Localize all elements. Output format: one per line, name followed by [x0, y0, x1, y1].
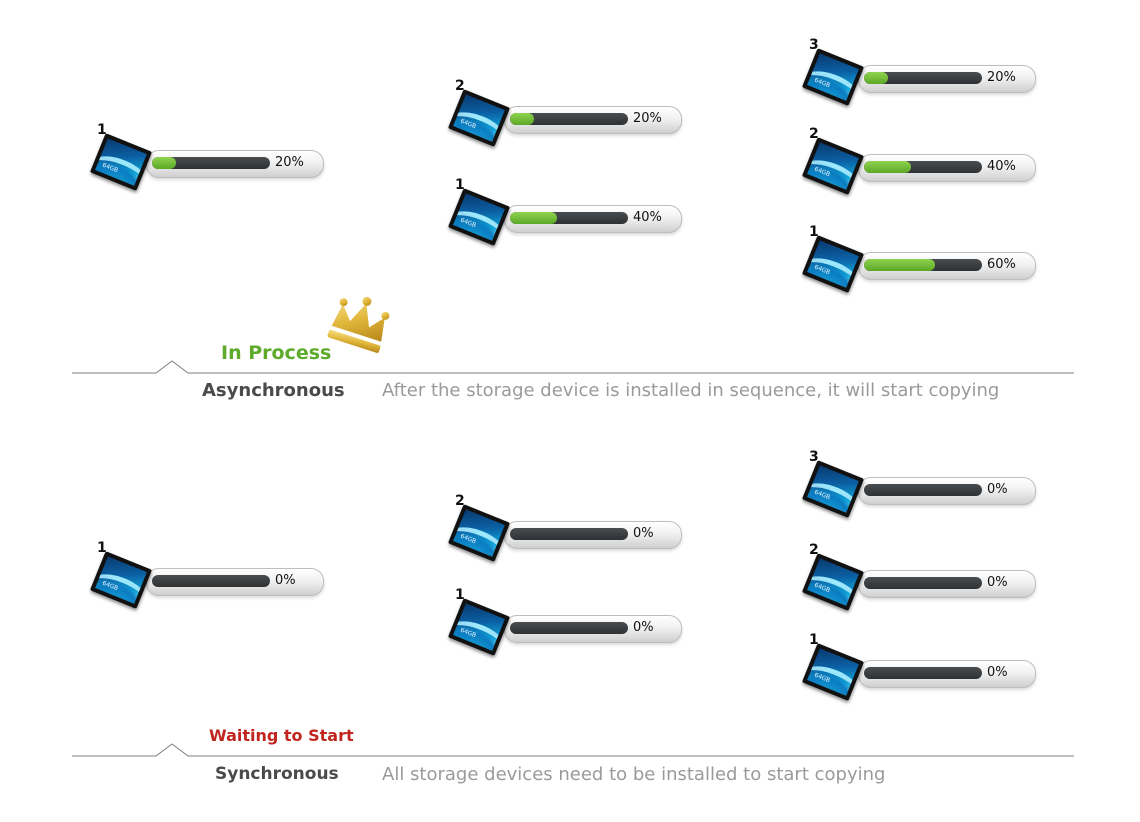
cf-card-icon: 64GB: [447, 504, 511, 562]
progress-percent: 0%: [633, 620, 654, 635]
cf-card-icon: 64GB: [801, 553, 865, 611]
device-number: 1: [455, 587, 465, 603]
device-number: 1: [97, 122, 107, 138]
progress-track: [864, 161, 982, 173]
async-device: 1 64GB 20%: [89, 122, 344, 203]
progress-track: [510, 622, 628, 634]
progress-percent: 20%: [633, 111, 662, 126]
progress-percent: 0%: [987, 665, 1008, 680]
progress-fill: [510, 212, 558, 224]
progress-fill: [510, 113, 534, 125]
progress-track: [510, 528, 628, 540]
device-number: 3: [809, 449, 819, 465]
cf-card-icon: 64GB: [801, 137, 865, 195]
progress-track: [864, 72, 982, 84]
section-divider: [72, 357, 1074, 377]
progress-track: [152, 575, 270, 587]
cf-card-icon: 64GB: [801, 48, 865, 106]
progress-track: [510, 113, 628, 125]
sync-device: 2 64GB 0%: [801, 542, 1056, 623]
progress-percent: 0%: [275, 573, 296, 588]
cf-card-icon: 64GB: [89, 133, 153, 191]
progress-percent: 20%: [987, 70, 1016, 85]
cf-card-icon: 64GB: [801, 235, 865, 293]
progress-fill: [152, 157, 176, 169]
progress-track: [864, 259, 982, 271]
progress-track: [510, 212, 628, 224]
progress-percent: 0%: [633, 526, 654, 541]
progress-fill: [864, 259, 935, 271]
device-number: 1: [97, 540, 107, 556]
device-number: 2: [809, 542, 819, 558]
progress-percent: 40%: [987, 159, 1016, 174]
progress-fill: [864, 161, 912, 173]
cf-card-icon: 64GB: [801, 643, 865, 701]
cf-card-icon: 64GB: [801, 460, 865, 518]
progress-percent: 0%: [987, 482, 1008, 497]
async-device: 1 64GB 60%: [801, 224, 1056, 305]
device-number: 1: [809, 224, 819, 240]
device-number: 1: [809, 632, 819, 648]
sync-device: 3 64GB 0%: [801, 449, 1056, 530]
device-number: 3: [809, 37, 819, 53]
async-device: 3 64GB 20%: [801, 37, 1056, 118]
cf-card-icon: 64GB: [447, 188, 511, 246]
mode-name: Asynchronous: [202, 380, 345, 401]
cf-card-icon: 64GB: [89, 551, 153, 609]
progress-percent: 20%: [275, 155, 304, 170]
progress-percent: 60%: [987, 257, 1016, 272]
section-divider: [72, 740, 1074, 760]
status-in-process: In Process: [221, 342, 332, 364]
sync-device: 1 64GB 0%: [89, 540, 344, 621]
device-number: 1: [455, 177, 465, 193]
progress-percent: 0%: [987, 575, 1008, 590]
progress-track: [864, 577, 982, 589]
device-number: 2: [455, 493, 465, 509]
async-device: 2 64GB 20%: [447, 78, 702, 159]
progress-fill: [864, 72, 888, 84]
device-number: 2: [455, 78, 465, 94]
async-device: 2 64GB 40%: [801, 126, 1056, 207]
mode-name: Synchronous: [215, 764, 339, 784]
status-waiting-to-start: Waiting to Start: [209, 726, 354, 745]
progress-track: [864, 484, 982, 496]
sync-device: 1 64GB 0%: [801, 632, 1056, 713]
crown-icon: [322, 294, 394, 364]
mode-description: After the storage device is installed in…: [382, 380, 1000, 401]
progress-track: [864, 667, 982, 679]
cf-card-icon: 64GB: [447, 598, 511, 656]
mode-description: All storage devices need to be installed…: [382, 764, 886, 785]
sync-device: 1 64GB 0%: [447, 587, 702, 668]
sync-device: 2 64GB 0%: [447, 493, 702, 574]
device-number: 2: [809, 126, 819, 142]
cf-card-icon: 64GB: [447, 89, 511, 147]
progress-track: [152, 157, 270, 169]
async-device: 1 64GB 40%: [447, 177, 702, 258]
progress-percent: 40%: [633, 210, 662, 225]
